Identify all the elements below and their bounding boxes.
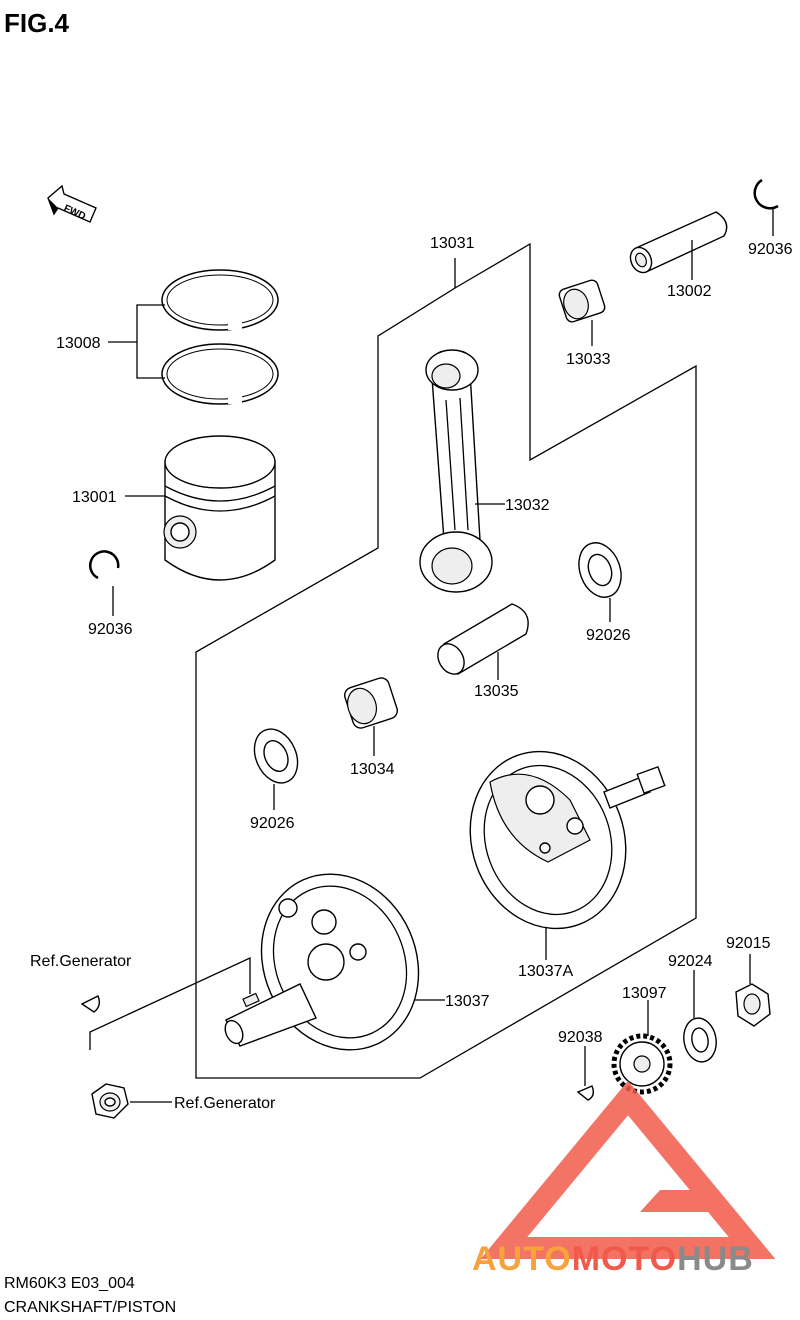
thrust-washer-left: [253, 728, 299, 784]
label-92024: 92024: [668, 953, 713, 970]
label-13037A: 13037A: [518, 963, 573, 980]
crankshaft-left-half: [224, 873, 420, 1051]
piston-pin-clip-left: [88, 550, 120, 580]
label-13031: 13031: [430, 235, 475, 252]
label-13037: 13037: [445, 993, 490, 1010]
watermark-text: AUTOMOTOHUB: [472, 1240, 754, 1278]
label-13008: 13008: [56, 335, 101, 352]
thrust-washer-right: [578, 542, 622, 598]
woodruff-key-left: [80, 995, 101, 1013]
woodruff-key-right: [576, 1085, 595, 1101]
crankshaft-right-half: [469, 750, 666, 930]
piston-ring-set: [161, 269, 279, 405]
label-92015: 92015: [726, 935, 771, 952]
label-ref-generator-nut: Ref.Generator: [174, 1095, 276, 1112]
label-13097: 13097: [622, 985, 667, 1002]
label-92038: 92038: [558, 1029, 603, 1046]
watermark-moto: MOTO: [572, 1240, 677, 1278]
piston-pin: [629, 211, 728, 274]
generator-nut: [91, 1083, 129, 1119]
crank-nut: [735, 983, 771, 1027]
label-13035: 13035: [474, 683, 519, 700]
piston: [163, 435, 276, 581]
primary-drive-gear: [611, 1033, 673, 1095]
label-13002: 13002: [667, 283, 712, 300]
label-13034: 13034: [350, 761, 395, 778]
automotohub-logo: [480, 1080, 776, 1259]
assembly-outline: [195, 242, 697, 1079]
label-92036-left: 92036: [88, 621, 133, 638]
label-92036-top: 92036: [748, 241, 793, 258]
watermark-auto: AUTO: [472, 1240, 572, 1278]
label-ref-generator-key: Ref.Generator: [30, 953, 132, 970]
lock-washer: [683, 1017, 717, 1063]
piston-pin-clip-right: [753, 178, 779, 210]
fwd-arrow-icon: FWD: [47, 184, 97, 223]
label-92026-left: 92026: [250, 815, 295, 832]
label-13033: 13033: [566, 351, 611, 368]
section-name: CRANKSHAFT/PISTON: [4, 1299, 176, 1316]
label-13032: 13032: [505, 497, 550, 514]
connecting-rod: [419, 349, 493, 593]
small-end-bearing: [558, 279, 606, 323]
label-92026-right: 92026: [586, 627, 631, 644]
big-end-bearing: [344, 677, 398, 729]
label-13001: 13001: [72, 489, 117, 506]
model-code: RM60K3 E03_004: [4, 1275, 135, 1292]
figure-title: FIG.4: [4, 8, 70, 38]
crank-pin: [437, 603, 529, 675]
watermark-hub: HUB: [677, 1240, 754, 1278]
